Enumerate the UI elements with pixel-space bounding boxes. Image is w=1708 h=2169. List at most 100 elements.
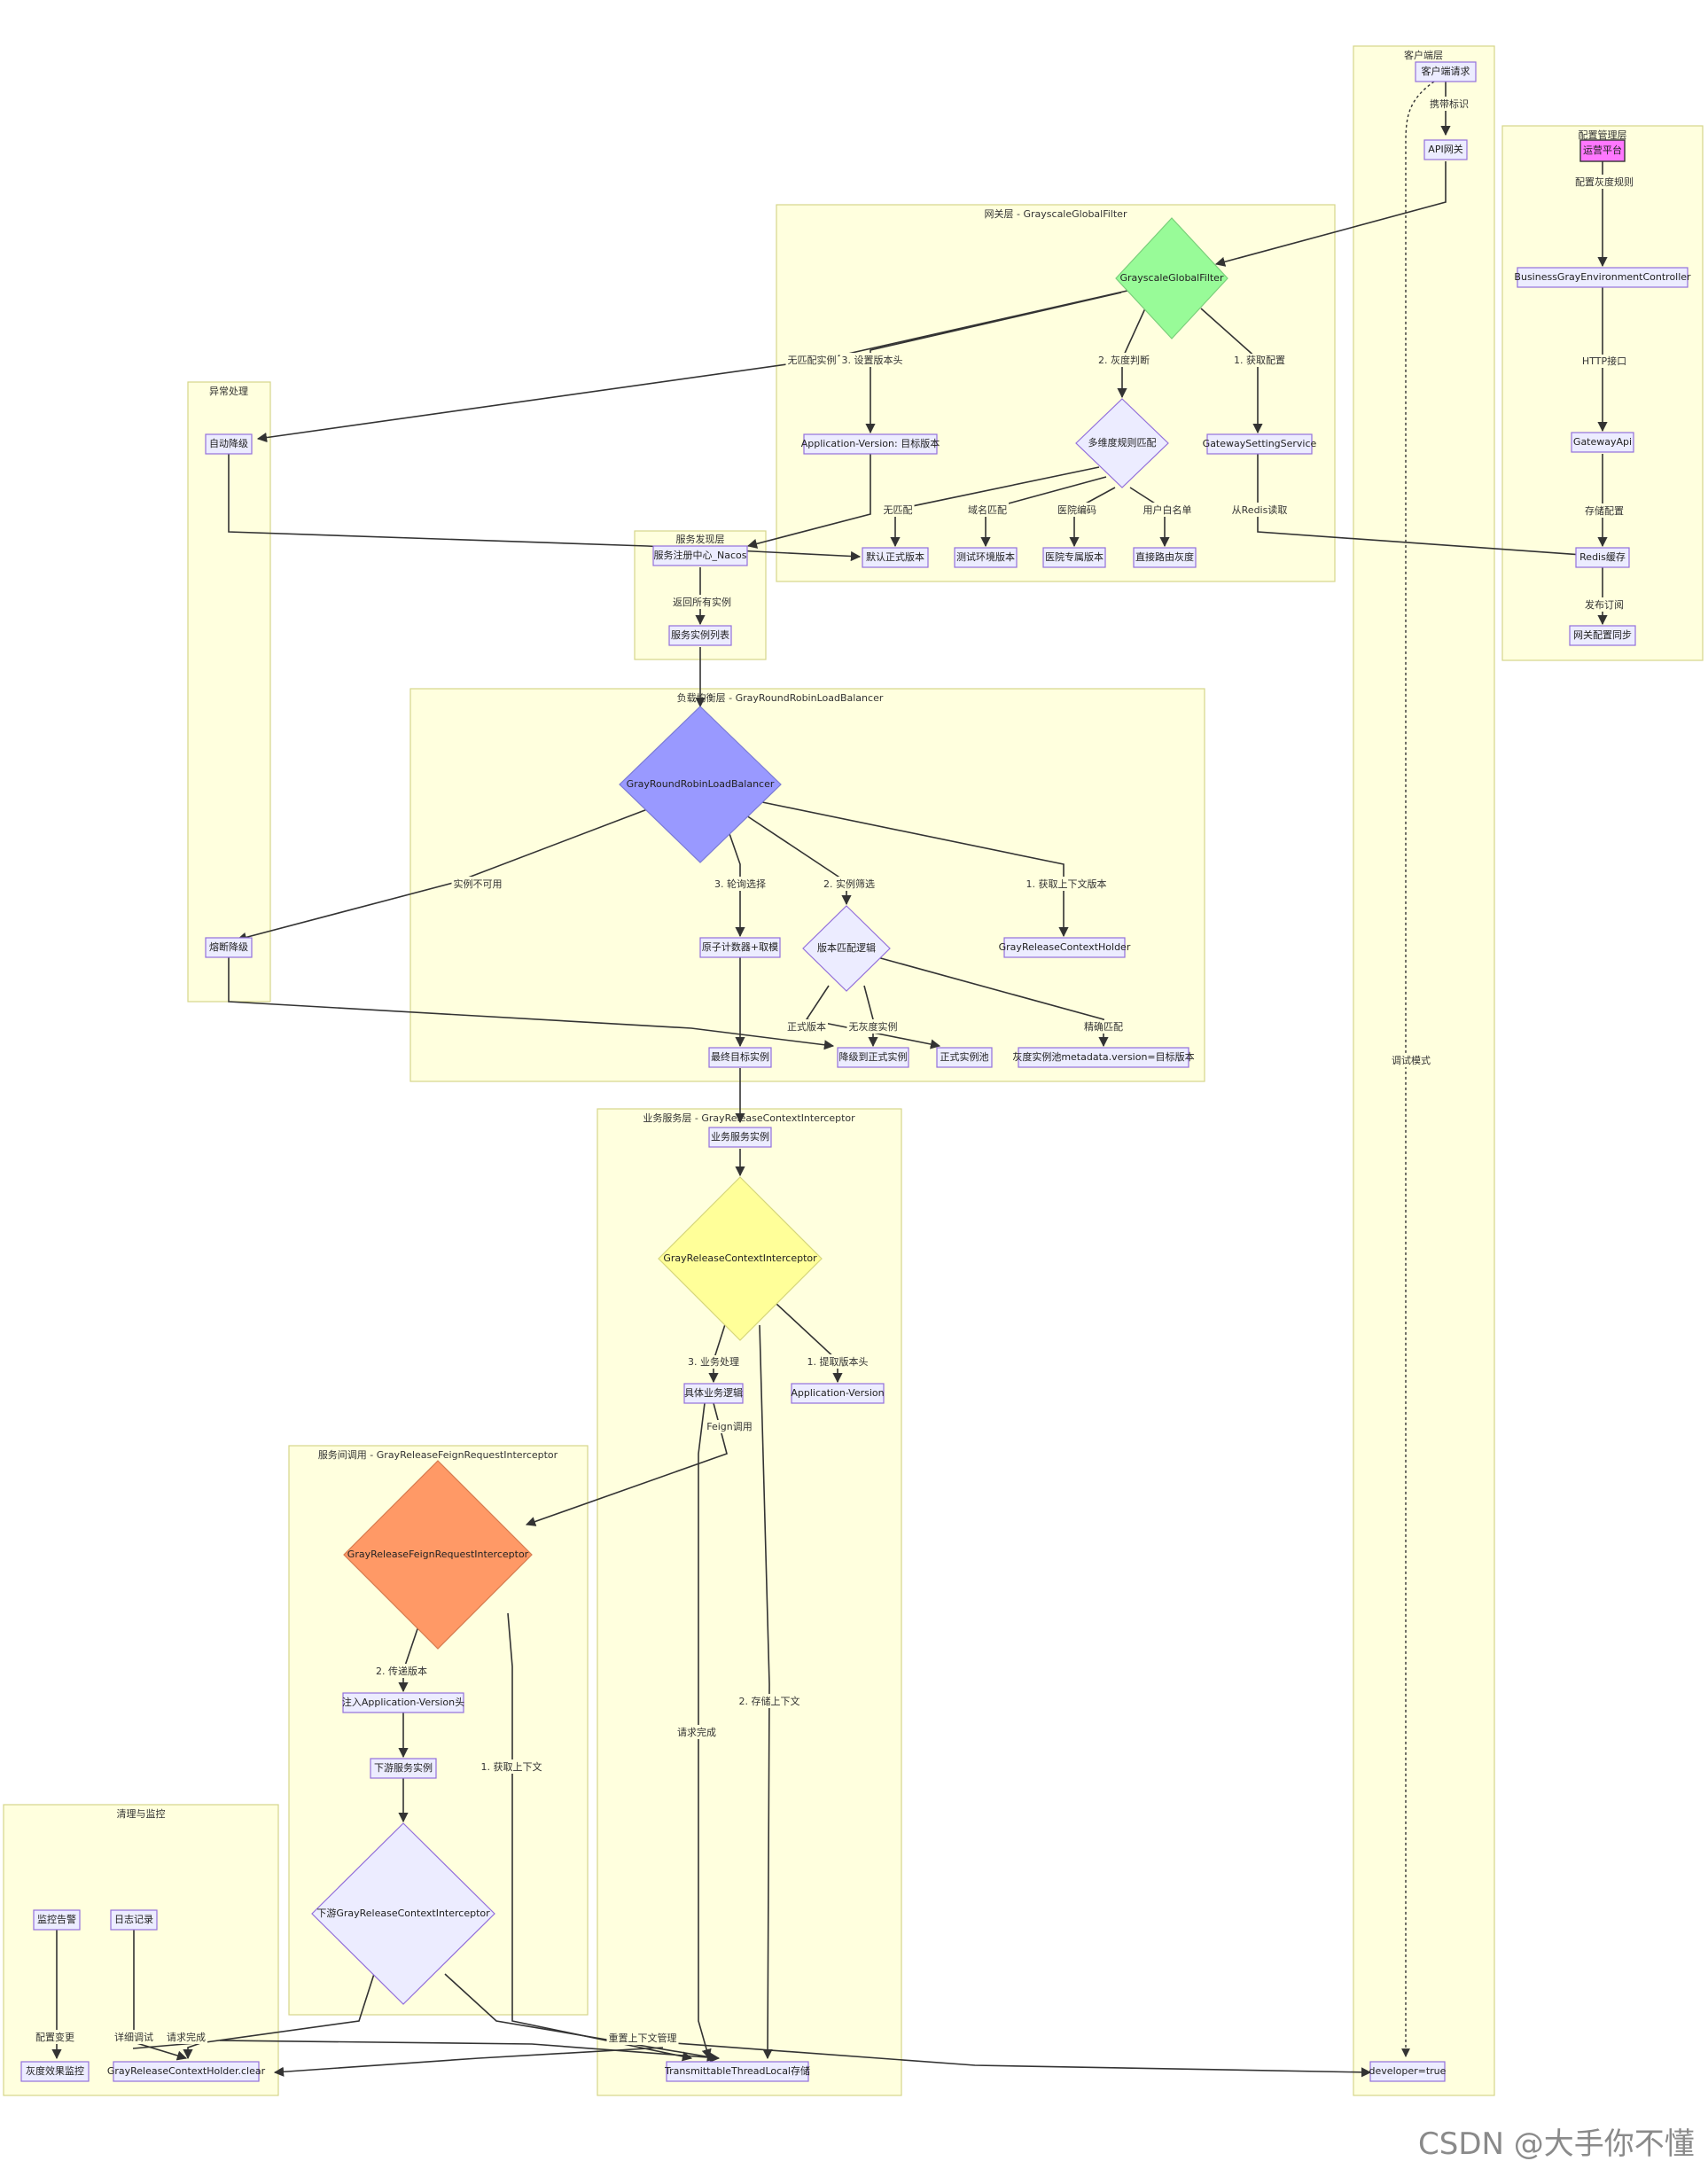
svg-text:默认正式版本: 默认正式版本 <box>866 550 924 563</box>
svg-text:Redis缓存: Redis缓存 <box>1579 550 1626 563</box>
edge-label-return-all: 返回所有实例 <box>673 596 731 608</box>
group-gateway-title: 网关层 - GrayscaleGlobalFilter <box>985 207 1127 220</box>
node-api-gateway: API网关 <box>1423 139 1468 160</box>
edge-label-user-whitelist: 用户白名单 <box>1143 503 1192 516</box>
svg-text:Application-Version: Application-Version <box>791 1387 884 1399</box>
group-config-title: 配置管理层 <box>1579 129 1627 141</box>
edge-label-no-match-instance: 无匹配实例 <box>788 354 837 366</box>
edge-label-reset-ctx: 重置上下文管理 <box>609 2032 677 2044</box>
group-biz-title: 业务服务层 - GrayReleaseContextInterceptor <box>643 1112 855 1124</box>
edge-labels: 携带标识 调试模式 配置灰度规则 HTTP接口 存储配置 发布订阅 无匹配实例 … <box>34 97 1635 2045</box>
decision-grci-label: GrayReleaseContextInterceptor <box>663 1252 817 1264</box>
svg-text:日志记录: 日志记录 <box>114 1914 153 1925</box>
node-nacos: 服务注册中心_Nacos <box>652 545 748 566</box>
edge-label-biz-process: 3. 业务处理 <box>688 1356 739 1368</box>
node-gw-sync: 网关配置同步 <box>1569 625 1636 646</box>
svg-text:BusinessGrayEnvironmentControl: BusinessGrayEnvironmentController <box>1514 271 1691 283</box>
svg-text:GatewayApi: GatewayApi <box>1573 436 1632 448</box>
svg-text:测试环境版本: 测试环境版本 <box>956 550 1015 563</box>
decision-grci: GrayReleaseContextInterceptor <box>658 1176 823 1341</box>
edge-label-detail-debug: 详细调试 <box>114 2031 153 2043</box>
node-direct-gray: 直接路由灰度 <box>1133 547 1197 568</box>
edge-label-store-config: 存储配置 <box>1585 504 1624 517</box>
node-gray-pool: 灰度实例池metadata.version=目标版本 <box>1012 1047 1195 1068</box>
node-biz-logic: 具体业务逻辑 <box>683 1383 744 1404</box>
node-final-instance: 最终目标实例 <box>708 1047 772 1068</box>
edge-label-carry-id: 携带标识 <box>1430 98 1469 110</box>
edge-label-req-done-2: 请求完成 <box>167 2031 206 2043</box>
edge-label-store-ctx: 2. 存储上下文 <box>739 1695 800 1707</box>
decision-multi-match-label: 多维度规则匹配 <box>1088 436 1157 449</box>
svg-text:Application-Version: 目标版本: Application-Version: 目标版本 <box>801 437 940 449</box>
edge-label-hospital-code: 医院编码 <box>1057 503 1096 516</box>
svg-text:下游服务实例: 下游服务实例 <box>374 1761 433 1774</box>
svg-text:GatewaySettingService: GatewaySettingService <box>1203 438 1317 449</box>
node-circuit-degrade: 熔断降级 <box>205 937 253 958</box>
decision-grrlb: GrayRoundRobinLoadBalancer <box>619 706 782 863</box>
svg-text:服务实例列表: 服务实例列表 <box>671 628 729 641</box>
edge-label-get-ctx-version: 1. 获取上下文版本 <box>1026 878 1107 890</box>
node-app-version: Application-Version <box>791 1383 885 1404</box>
edge-label-debug-mode: 调试模式 <box>1392 1055 1431 1066</box>
svg-text:自动降级: 自动降级 <box>209 437 248 449</box>
edge-label-round-robin: 3. 轮询选择 <box>714 878 766 890</box>
node-default-prod: 默认正式版本 <box>862 547 929 568</box>
svg-text:developer=true: developer=true <box>1369 2065 1447 2077</box>
svg-text:熔断降级: 熔断降级 <box>209 940 248 953</box>
svg-text:监控告警: 监控告警 <box>37 1913 76 1925</box>
edge-label-no-match: 无匹配 <box>884 504 913 516</box>
node-developer: developer=true <box>1369 2061 1447 2082</box>
edge-label-feign-call: Feign调用 <box>706 1421 753 1432</box>
edge-label-set-version-header: 3. 设置版本头 <box>842 354 903 366</box>
node-atomic-counter: 原子计数器+取模 <box>699 937 781 958</box>
svg-text:注入Application-Version头: 注入Application-Version头 <box>342 1696 464 1708</box>
decision-version-logic-label: 版本匹配逻辑 <box>817 941 876 954</box>
node-monitor: 监控告警 <box>33 1909 81 1931</box>
node-redis: Redis缓存 <box>1575 547 1630 568</box>
edge-label-get-config: 1. 获取配置 <box>1234 355 1285 366</box>
decision-grfri-label: GrayReleaseFeignRequestInterceptor <box>347 1549 529 1560</box>
edge-label-config-change: 配置变更 <box>35 2031 74 2043</box>
edge-label-exact-match: 精确匹配 <box>1084 1021 1123 1033</box>
node-biz-instance: 业务服务实例 <box>708 1127 772 1148</box>
svg-text:正式实例池: 正式实例池 <box>940 1050 989 1063</box>
edge-label-get-ctx: 1. 获取上下文 <box>481 1760 542 1773</box>
svg-text:TransmittableThreadLocal存储: TransmittableThreadLocal存储 <box>664 2064 810 2077</box>
node-ttl: TransmittableThreadLocal存储 <box>664 2061 810 2082</box>
svg-text:医院专属版本: 医院专属版本 <box>1045 550 1104 563</box>
svg-text:最终目标实例: 最终目标实例 <box>711 1050 769 1063</box>
group-exception-title: 异常处理 <box>209 386 248 397</box>
group-feign-title: 服务间调用 - GrayReleaseFeignRequestIntercept… <box>318 1449 558 1461</box>
decision-gsgf: GrayscaleGlobalFilter <box>1115 217 1228 339</box>
node-hospital-ver: 医院专属版本 <box>1042 547 1106 568</box>
svg-text:客户端请求: 客户端请求 <box>1422 65 1470 77</box>
svg-text:服务注册中心_Nacos: 服务注册中心_Nacos <box>654 549 747 561</box>
decision-downstream-grci: 下游GrayReleaseContextInterceptor <box>311 1822 495 2005</box>
group-client-title: 客户端层 <box>1404 49 1443 61</box>
edge-label-config-rules: 配置灰度规则 <box>1575 176 1634 188</box>
decision-grrlb-label: GrayRoundRobinLoadBalancer <box>627 778 775 790</box>
node-gateway-setting: GatewaySettingService <box>1203 433 1317 455</box>
node-log: 日志记录 <box>110 1909 158 1931</box>
node-test-env: 测试环境版本 <box>954 547 1018 568</box>
edge-label-pass-version: 2. 传递版本 <box>376 1665 427 1677</box>
node-client-request: 客户端请求 <box>1415 61 1477 82</box>
svg-text:灰度实例池metadata.version=目标版本: 灰度实例池metadata.version=目标版本 <box>1012 1050 1194 1063</box>
node-app-version-target: Application-Version: 目标版本 <box>801 433 940 455</box>
group-gateway: 网关层 - GrayscaleGlobalFilter <box>776 204 1336 582</box>
decision-multi-match: 多维度规则匹配 <box>1075 398 1169 488</box>
group-client: 客户端层 <box>1353 45 1495 2096</box>
edge-label-extract-header: 1. 提取版本头 <box>807 1355 869 1368</box>
decision-downstream-grci-label: 下游GrayReleaseContextInterceptor <box>316 1908 490 1919</box>
node-bgec: BusinessGrayEnvironmentController <box>1514 267 1691 288</box>
svg-text:灰度效果监控: 灰度效果监控 <box>26 2064 84 2077</box>
node-gray-effect: 灰度效果监控 <box>20 2061 90 2082</box>
decision-gsgf-label: GrayscaleGlobalFilter <box>1120 272 1224 284</box>
decision-version-logic: 版本匹配逻辑 <box>802 905 891 992</box>
edge-label-from-redis: 从Redis读取 <box>1232 503 1288 516</box>
decision-grfri: GrayReleaseFeignRequestInterceptor <box>343 1460 533 1650</box>
edge-label-instance-unavailable: 实例不可用 <box>454 878 503 890</box>
svg-text:API网关: API网关 <box>1428 143 1462 155</box>
edge-label-no-gray: 无灰度实例 <box>849 1020 898 1033</box>
